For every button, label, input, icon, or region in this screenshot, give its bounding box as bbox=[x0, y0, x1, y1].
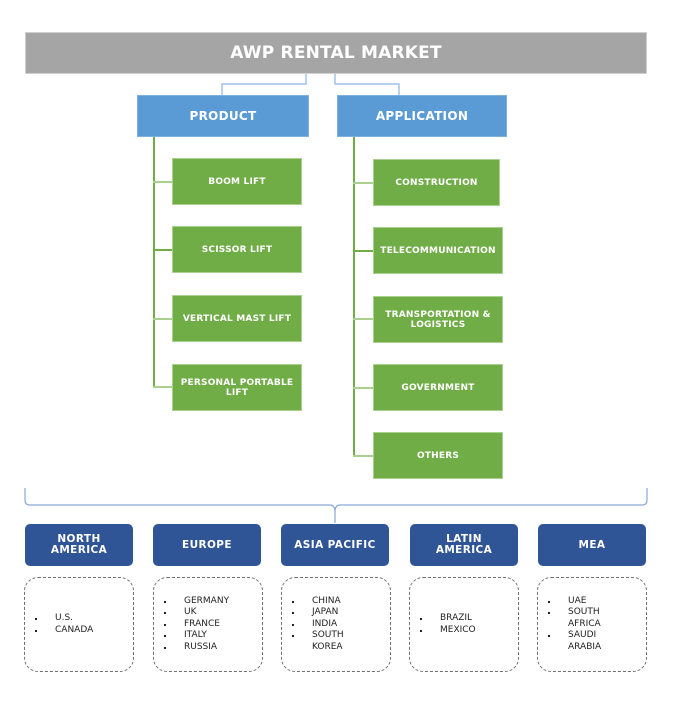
application-others: OTHERS bbox=[373, 432, 503, 479]
title-to-application-connector bbox=[334, 74, 400, 95]
country-item: FRANCE bbox=[162, 619, 229, 631]
product-personal-portable-lift: PERSONAL PORTABLE LIFT bbox=[172, 364, 302, 411]
category-application: APPLICATION bbox=[337, 95, 507, 137]
region-label: MEA bbox=[578, 538, 606, 551]
country-item: RUSSIA bbox=[162, 642, 229, 654]
country-list: CHINA JAPAN INDIA SOUTH KOREA bbox=[290, 596, 372, 654]
application-branch-line bbox=[353, 318, 373, 320]
application-telecommunication: TELECOMMUNICATION bbox=[373, 227, 503, 274]
country-list: UAE SOUTH AFRICA SAUDI ARABIA bbox=[546, 596, 628, 654]
product-scissor-lift: SCISSOR LIFT bbox=[172, 226, 302, 273]
country-item: UK bbox=[162, 607, 229, 619]
country-item: CANADA bbox=[33, 625, 93, 637]
country-item: MEXICO bbox=[418, 625, 476, 637]
country-list: BRAZIL MEXICO bbox=[418, 613, 476, 636]
region-label: EUROPE bbox=[182, 538, 232, 551]
country-item: UAE bbox=[546, 596, 628, 608]
country-item: BRAZIL bbox=[418, 613, 476, 625]
category-product: PRODUCT bbox=[137, 95, 309, 137]
product-branch-line bbox=[153, 249, 172, 251]
application-tree-line bbox=[353, 137, 355, 456]
country-item: SOUTH KOREA bbox=[290, 630, 372, 653]
country-item: SAUDI ARABIA bbox=[546, 630, 628, 653]
countries-europe: GERMANY UK FRANCE ITALY RUSSIA bbox=[153, 577, 263, 672]
country-item: CHINA bbox=[290, 596, 372, 608]
product-boom-lift: BOOM LIFT bbox=[172, 158, 302, 205]
region-label: NORTH AMERICA bbox=[50, 533, 108, 556]
region-mea: MEA bbox=[538, 524, 646, 566]
countries-mea: UAE SOUTH AFRICA SAUDI ARABIA bbox=[537, 577, 647, 672]
country-item: JAPAN bbox=[290, 607, 372, 619]
country-item: U.S. bbox=[33, 613, 93, 625]
country-list: GERMANY UK FRANCE ITALY RUSSIA bbox=[162, 596, 229, 654]
regions-brace bbox=[24, 488, 648, 523]
product-branch-line bbox=[153, 318, 172, 320]
product-branch-line bbox=[153, 386, 172, 388]
product-vertical-mast-lift: VERTICAL MAST LIFT bbox=[172, 295, 302, 342]
application-branch-line bbox=[353, 182, 373, 184]
application-branch-line bbox=[353, 455, 373, 457]
application-government: GOVERNMENT bbox=[373, 364, 503, 411]
country-item: ITALY bbox=[162, 630, 229, 642]
region-asia-pacific: ASIA PACIFIC bbox=[281, 524, 389, 566]
product-tree-line bbox=[153, 137, 155, 387]
countries-latin-america: BRAZIL MEXICO bbox=[409, 577, 519, 672]
countries-north-america: U.S. CANADA bbox=[24, 577, 134, 672]
application-branch-line bbox=[353, 250, 373, 252]
application-transportation-logistics: TRANSPORTATION & LOGISTICS bbox=[373, 296, 503, 343]
region-north-america: NORTH AMERICA bbox=[25, 524, 133, 566]
diagram-title: AWP RENTAL MARKET bbox=[25, 32, 647, 74]
country-item: GERMANY bbox=[162, 596, 229, 608]
country-item: INDIA bbox=[290, 619, 372, 631]
product-branch-line bbox=[153, 181, 172, 183]
application-construction: CONSTRUCTION bbox=[373, 159, 500, 206]
region-europe: EUROPE bbox=[153, 524, 261, 566]
countries-asia-pacific: CHINA JAPAN INDIA SOUTH KOREA bbox=[281, 577, 391, 672]
application-branch-line bbox=[353, 387, 373, 389]
title-to-product-connector bbox=[221, 74, 307, 95]
region-label: LATIN AMERICA bbox=[435, 533, 493, 556]
region-latin-america: LATIN AMERICA bbox=[410, 524, 518, 566]
region-label: ASIA PACIFIC bbox=[294, 538, 376, 551]
country-list: U.S. CANADA bbox=[33, 613, 93, 636]
country-item: SOUTH AFRICA bbox=[546, 607, 628, 630]
